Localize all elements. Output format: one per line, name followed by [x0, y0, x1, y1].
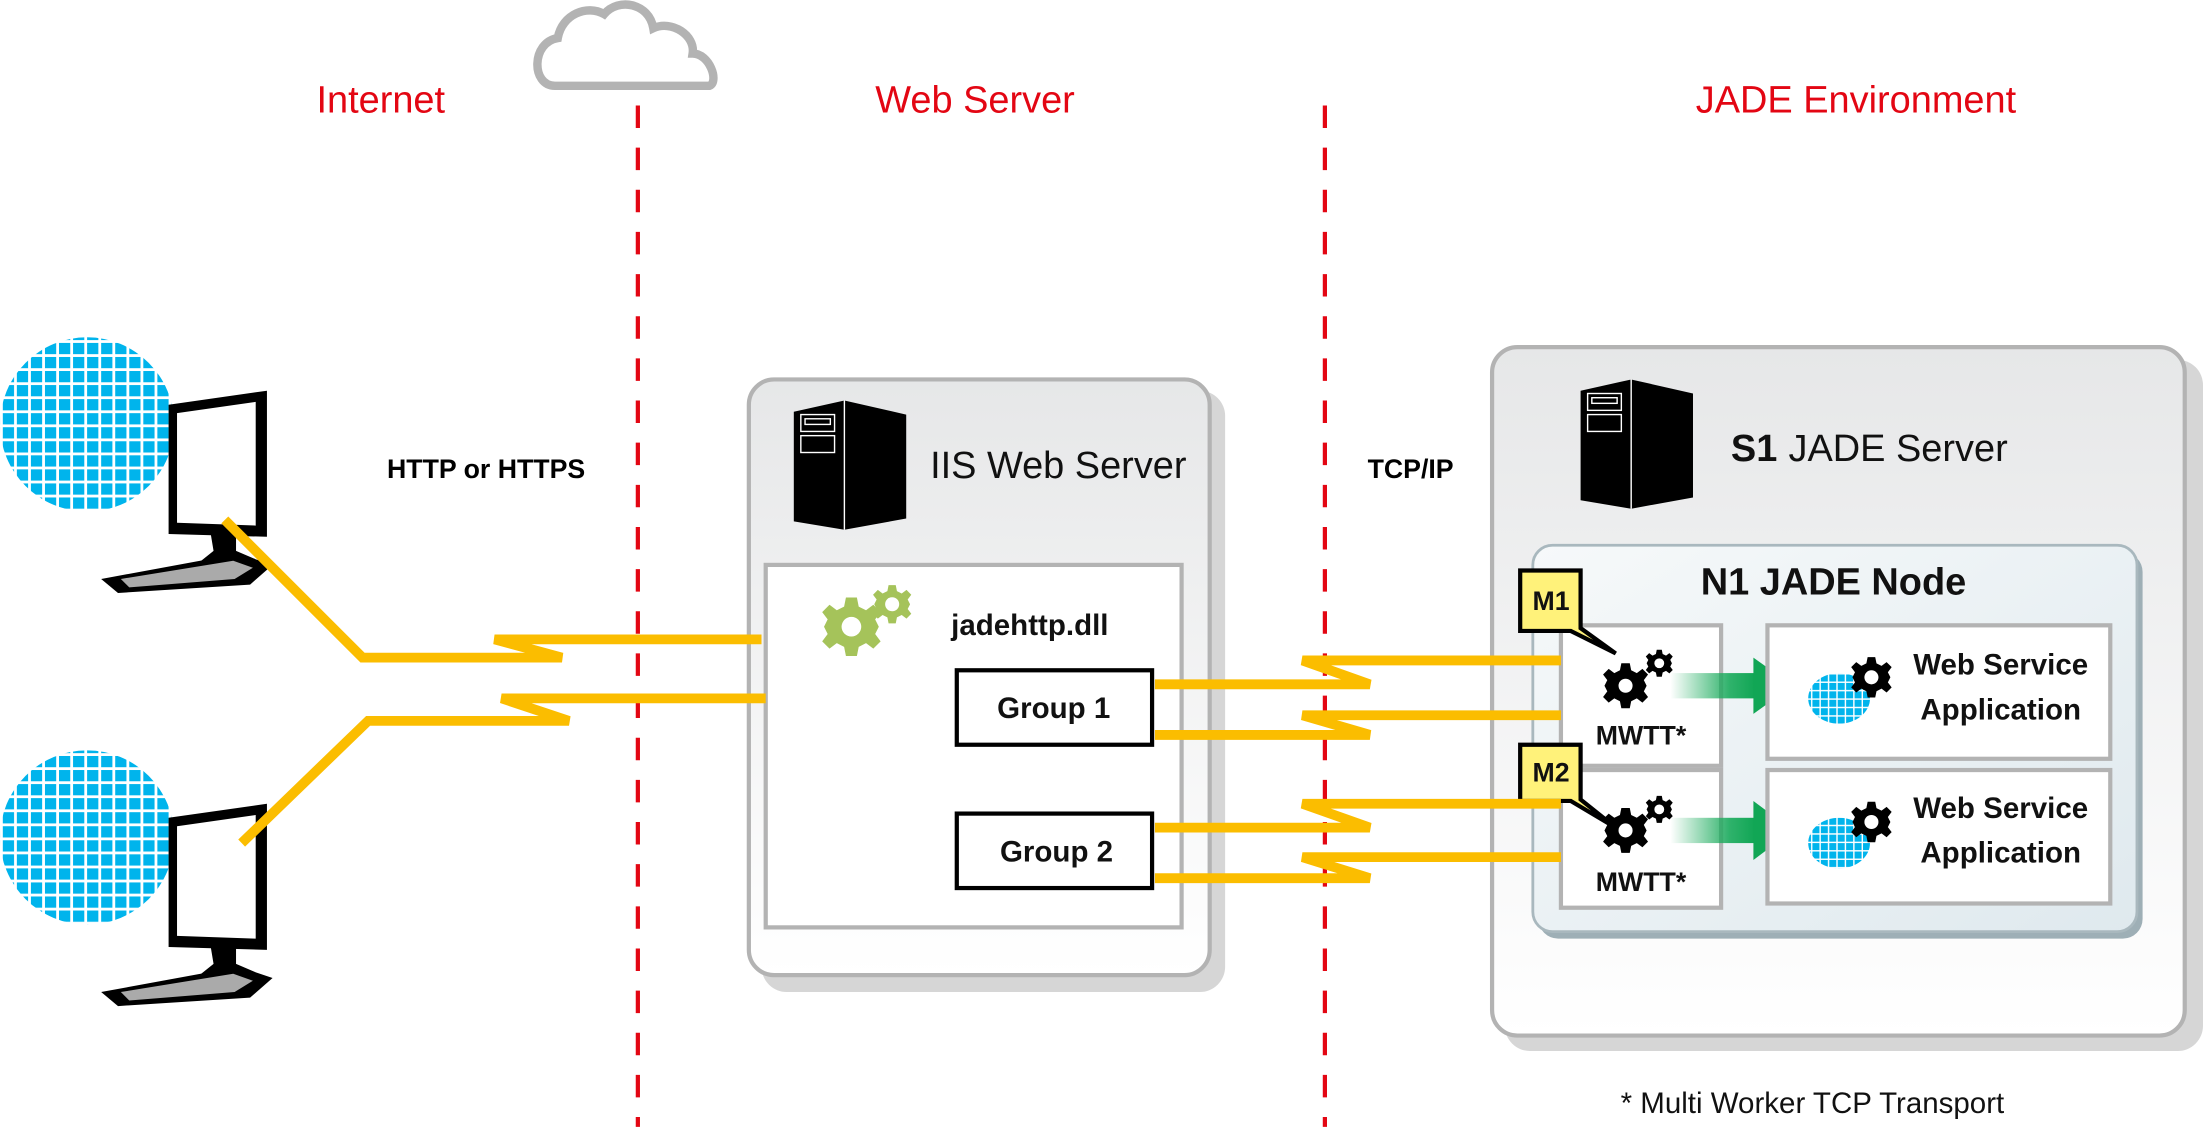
callout-m1-label: M1 — [1533, 586, 1570, 616]
jade-server-title: S1 JADE Server — [1731, 428, 2008, 470]
client-computer-2 — [0, 750, 273, 1007]
group-1-label: Group 1 — [997, 692, 1110, 725]
group-2-label: Group 2 — [1000, 835, 1113, 868]
server-id: S1 — [1731, 428, 1777, 470]
arrow-shaft-1 — [1670, 673, 1755, 699]
group-2-box[interactable] — [954, 811, 1155, 891]
callout-m2-label: M2 — [1533, 757, 1570, 787]
iis-title: IIS Web Server — [930, 445, 1186, 487]
tcp-link-group1-b — [1154, 710, 1561, 740]
cloud-icon — [533, 0, 718, 91]
http-link-client-1 — [221, 516, 762, 663]
client-pc-icon — [0, 337, 273, 594]
callout-m1 — [1518, 568, 1617, 656]
web-service-app-label-1a: Web Service — [1913, 648, 2088, 681]
server-tower-icon — [793, 399, 907, 531]
zone-label-jade-environment: JADE Environment — [1696, 80, 2017, 122]
footnote: * Multi Worker TCP Transport — [1621, 1087, 2005, 1120]
node-title: N1 JADE Node — [1701, 561, 1967, 603]
zone-label-internet: Internet — [316, 80, 445, 122]
client-pc-icon — [0, 750, 273, 1007]
web-service-app-label-2b: Application — [1920, 837, 2081, 870]
mwtt-label-1: MWTT* — [1596, 721, 1687, 751]
web-service-app-label-2a: Web Service — [1913, 792, 2088, 825]
protocol-label-http: HTTP or HTTPS — [387, 454, 585, 484]
group-1-box[interactable] — [954, 668, 1155, 747]
server-title: JADE Server — [1789, 428, 2008, 470]
arrow-shaft-2 — [1670, 817, 1755, 844]
gears-icon — [822, 585, 912, 656]
server-tower-icon — [1579, 378, 1694, 510]
worker-gears-icon — [1603, 649, 1673, 709]
web-service-globe-icon — [1808, 801, 1892, 869]
protocol-label-tcpip: TCP/IP — [1368, 454, 1454, 484]
zone-label-web-server: Web Server — [875, 80, 1075, 122]
worker-gears-icon — [1603, 795, 1673, 853]
http-link-client-2 — [238, 693, 766, 847]
web-service-app-label-1b: Application — [1920, 693, 2081, 726]
tcp-link-group2-a — [1154, 798, 1561, 833]
tcp-link-group2-b — [1154, 852, 1561, 884]
tcp-link-group1-a — [1154, 655, 1561, 690]
module-label: jadehttp.dll — [950, 609, 1108, 642]
mwtt-label-2: MWTT* — [1596, 867, 1687, 897]
web-service-globe-icon — [1808, 657, 1892, 724]
client-computer-1 — [0, 337, 273, 594]
